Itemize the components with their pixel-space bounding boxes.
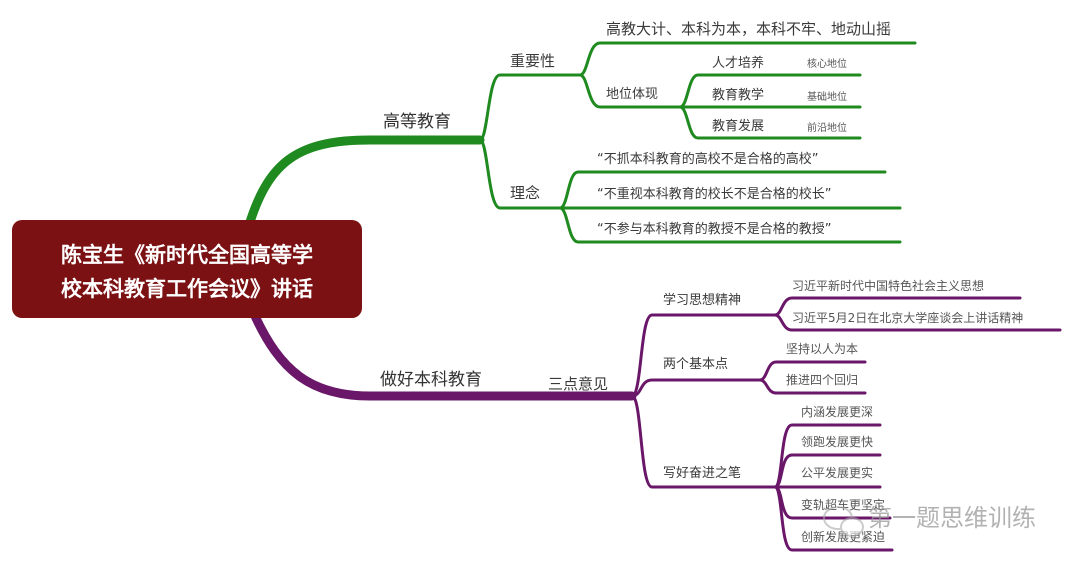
connector	[758, 378, 867, 395]
node-three-opinions: 三点意见	[548, 375, 608, 393]
node-concept-item: “不抓本科教育的高校不是合格的高校”	[597, 151, 818, 167]
connector	[630, 378, 762, 398]
node-concept: 理念	[510, 184, 540, 202]
connector	[630, 394, 777, 489]
leaf: 习近平新时代中国特色社会主义思想	[792, 278, 984, 293]
wechat-icon	[823, 506, 864, 537]
node-teaching-note: 基础地位	[807, 90, 847, 103]
node-importance: 重要性	[510, 52, 555, 70]
node-importance-summary: 高教大计、本科为本，本科不牢、地动山摇	[606, 20, 891, 38]
leaf: 内涵发展更深	[801, 404, 873, 419]
connector	[773, 313, 1062, 332]
node-position: 地位体现	[606, 87, 658, 102]
branch-undergraduate: 做好本科教育 三点意见 学习思想精神 两个基本点 写好奋进之笔 习近平新时代中国…	[250, 278, 1062, 552]
leaf: 推进四个回归	[786, 373, 858, 387]
node-study-spirit: 学习思想精神	[663, 292, 741, 308]
connector	[678, 105, 862, 140]
connector	[250, 311, 637, 401]
watermark-text: 第一题思维训练	[868, 504, 1036, 532]
node-concept-item: “不重视本科教育的校长不是合格的校长”	[597, 186, 831, 202]
node-write-well: 写好奋进之笔	[663, 465, 741, 481]
node-talent-note: 核心地位	[807, 57, 847, 70]
connector	[245, 135, 485, 227]
branch-higher-education: 高等教育 重要性 理念 高教大计、本科为本，本科不牢、地动山摇 地位体现 人才培…	[245, 20, 917, 244]
node-higher-education: 高等教育	[383, 112, 451, 132]
leaf: 变轨超车更坚定	[801, 497, 885, 512]
leaf: 坚持以人为本	[786, 341, 858, 356]
node-development: 教育发展	[712, 118, 764, 134]
connector	[630, 313, 777, 398]
watermark: 第一题思维训练	[823, 504, 1036, 537]
center-node: 陈宝生《新时代全国高等学 校本科教育工作会议》讲话	[12, 220, 362, 318]
leaf: 习近平5月2日在北京大学座谈会上讲话精神	[792, 310, 1023, 325]
connector	[478, 73, 582, 142]
center-title-line2: 校本科教育工作会议》讲话	[61, 277, 313, 301]
connector	[558, 206, 902, 244]
connector	[478, 138, 562, 210]
node-teaching: 教育教学	[712, 87, 764, 103]
leaf: 公平发展更实	[801, 465, 873, 480]
connector	[773, 485, 894, 552]
node-development-note: 前沿地位	[807, 121, 847, 134]
connector	[578, 41, 917, 77]
node-undergraduate: 做好本科教育	[380, 370, 482, 390]
node-two-points: 两个基本点	[663, 357, 728, 372]
leaf: 创新发展更紧迫	[801, 529, 885, 544]
connector	[578, 73, 682, 109]
center-title-line1: 陈宝生《新时代全国高等学	[61, 243, 313, 267]
leaf: 领跑发展更快	[801, 434, 873, 449]
node-concept-item: “不参与本科教育的教授不是合格的教授”	[597, 221, 831, 237]
node-talent: 人才培养	[712, 55, 764, 71]
